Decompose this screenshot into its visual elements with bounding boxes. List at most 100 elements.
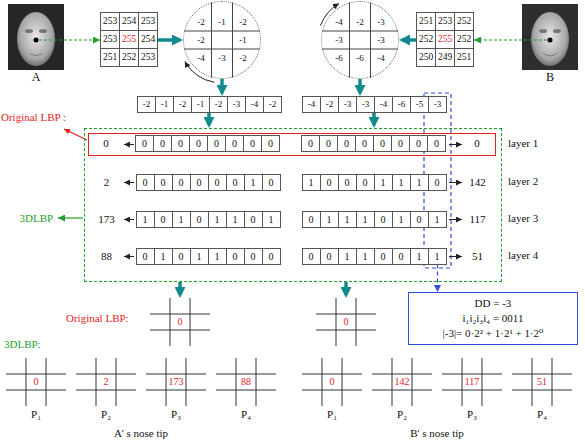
leader-line: [522, 39, 547, 40]
pixel-value: 253: [138, 48, 158, 67]
section-label: Original LBP:: [66, 312, 129, 325]
pixel-value: 253: [435, 12, 455, 31]
encoding-formula: i₁i₂i₃i₄ = 0011: [413, 311, 573, 326]
connector-arrow: [372, 113, 376, 125]
grid-value: 142: [392, 374, 412, 390]
rotation-arrow: [185, 62, 215, 83]
leader-arrow: [449, 182, 462, 183]
nose-tip-grid: 51P₄: [512, 358, 572, 406]
grid-caption: P₄: [216, 408, 276, 421]
grid-line: [216, 374, 276, 375]
pixel-value: 253: [100, 30, 120, 49]
difference-value: -3: [371, 34, 391, 46]
pixel-value: 252: [454, 30, 474, 49]
nose-tip-grid: 142P₂: [372, 358, 432, 406]
grid-line: [349, 2, 350, 77]
grid-line: [76, 390, 136, 391]
leader-arrow: [124, 182, 134, 183]
region-box: Original LBP :000000000000000000: [88, 133, 496, 156]
face-scan: [522, 4, 578, 70]
grid-caption: P₃: [146, 408, 206, 421]
grid-line: [184, 49, 260, 50]
decimal-value: 173: [92, 211, 122, 228]
grid-caption: P₁: [6, 408, 66, 421]
bit-cell: 1: [428, 211, 447, 228]
bit-row: 17310101101: [92, 211, 282, 228]
grid-line: [216, 390, 276, 391]
bit-cell: 1: [374, 174, 393, 191]
neighborhood-circle: -4-2-3-3-3-6-6-4: [321, 1, 399, 79]
nose-tip-grid: 173P₃: [146, 358, 206, 406]
grid-line: [96, 358, 97, 406]
pixel-value: 250: [416, 48, 436, 67]
difference-value: -3: [338, 96, 357, 113]
difference-value: -4: [245, 96, 264, 113]
bit-cell: 0: [301, 135, 320, 152]
grid-line: [370, 2, 371, 77]
difference-value: -2: [137, 96, 156, 113]
difference-value: -3: [428, 96, 447, 113]
grid-line: [256, 358, 257, 406]
connector-arrow: [178, 282, 182, 295]
bit-cell: 0: [244, 248, 263, 265]
connector-arrow: [220, 79, 224, 93]
face-scan: [531, 12, 569, 66]
grid-line: [392, 358, 393, 406]
grid-line: [412, 358, 413, 406]
grid-line: [532, 358, 533, 406]
caption: B' s nose tip: [357, 427, 517, 440]
connector-arrow: [402, 38, 416, 42]
bit-cell: 0: [373, 135, 392, 152]
pixel-value: 252: [119, 48, 139, 67]
bit-cell: 0: [225, 135, 244, 152]
pixel-value: 254: [138, 30, 158, 49]
face-mouth: [30, 54, 42, 56]
difference-value: -3: [356, 96, 375, 113]
decimal-value: 51: [464, 248, 492, 265]
nose-tip-grid: 0P₁: [6, 358, 66, 406]
bit-cell: 1: [208, 211, 227, 228]
grid-line: [150, 314, 210, 315]
nose-tip-grid: 117P₃: [442, 358, 502, 406]
grid-line: [150, 330, 210, 331]
layer-label: layer 3: [508, 212, 538, 225]
nose-tip-dot: [548, 38, 553, 43]
grid-line: [236, 358, 237, 406]
difference-value: -3: [227, 96, 246, 113]
difference-value: -2: [233, 16, 253, 28]
neighborhood-circle: -2-1-2-2-1-4-3-2: [183, 1, 261, 79]
bit-row: 200000010: [92, 174, 282, 191]
leader-arrow: [58, 217, 83, 218]
grid-line: [372, 390, 432, 391]
decimal-value: 117: [464, 211, 492, 228]
bit-cell: 1: [410, 174, 429, 191]
difference-value: -1: [212, 16, 232, 28]
difference-value: -1: [191, 96, 210, 113]
pixel-value: 255: [435, 30, 455, 49]
decimal-value: 2: [92, 174, 122, 191]
face-scan: [8, 4, 64, 70]
grid-value: 88: [236, 374, 256, 390]
bit-cell: 0: [355, 135, 374, 152]
grid-line: [6, 374, 66, 375]
nose-tip-grid: 88P₄: [216, 358, 276, 406]
bit-cell: 1: [356, 211, 375, 228]
bit-cell: 0: [410, 211, 429, 228]
bit-cell: 1: [262, 211, 281, 228]
encoding-formula: DD = -3: [413, 296, 573, 311]
face-mouth: [543, 53, 557, 56]
pixel-value: 251: [454, 48, 474, 67]
bit-cell: 1: [190, 248, 209, 265]
bit-cell: 0: [338, 174, 357, 191]
layer-label: layer 4: [508, 249, 538, 262]
grid-line: [6, 390, 66, 391]
difference-value: -2: [320, 96, 339, 113]
nose-tip-dot: [34, 38, 39, 43]
difference-value: -2: [350, 16, 370, 28]
grid-line: [184, 31, 260, 32]
pixel-grid: 251253252252255252250249251: [416, 12, 474, 67]
grid-line: [186, 358, 187, 406]
bit-cell: 0: [261, 135, 280, 152]
bit-cell: 1: [338, 248, 357, 265]
grid-line: [512, 374, 572, 375]
